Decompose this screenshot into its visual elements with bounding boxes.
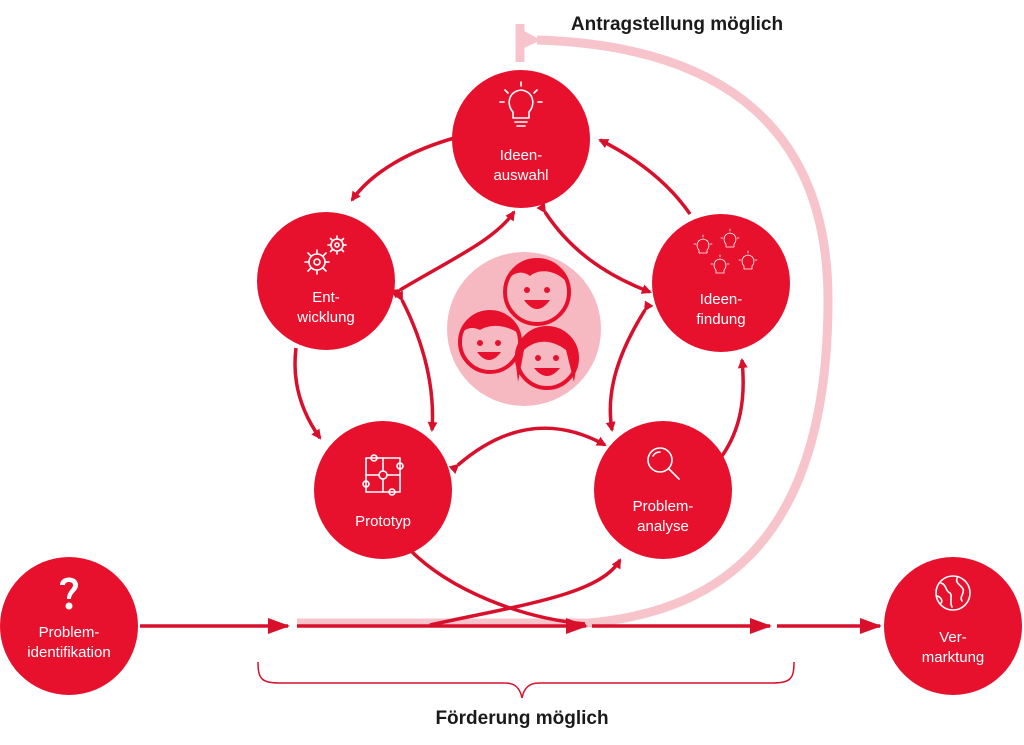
node-problemanalyse: Problem- analyse [594, 421, 732, 559]
question-mark-icon [60, 577, 78, 610]
foerderung-brace [257, 661, 795, 699]
node-problemanalyse-line1: Problem- [633, 498, 694, 515]
node-vermarktung-line1: Ver- [939, 629, 967, 646]
node-entwicklung-line2: wicklung [296, 309, 355, 326]
puzzle-icon [362, 454, 404, 496]
node-entwicklung-line1: Ent- [312, 289, 340, 306]
outer-cycle-arrows [293, 135, 748, 475]
node-vermarktung: Ver- marktung [884, 557, 1022, 695]
node-problemidentifikation: Problem- identifikation [0, 557, 138, 695]
node-ideenauswahl: Ideen- auswahl [452, 70, 590, 208]
globe-icon [935, 575, 971, 611]
caption-antragstellung: Antragstellung möglich [571, 14, 783, 35]
caption-foerderung: Förderung möglich [435, 708, 608, 729]
node-problemanalyse-line2: analyse [637, 518, 689, 535]
cycle-entry-exit-curves [408, 548, 622, 627]
node-vermarktung-line2: marktung [922, 649, 985, 666]
team-center [447, 252, 601, 406]
node-problemidentifikation-line1: Problem- [39, 624, 100, 641]
team-faces-icon [458, 258, 579, 390]
node-entwicklung: Ent- wicklung [257, 212, 395, 350]
inner-cycle-arrows [390, 202, 654, 432]
node-ideenauswahl-line1: Ideen- [500, 147, 543, 164]
node-ideenauswahl-line2: auswahl [493, 167, 548, 184]
node-problemidentifikation-line2: identifikation [27, 644, 110, 661]
node-ideenfindung: Ideen- findung [652, 214, 790, 352]
lightbulb-icon [499, 81, 543, 127]
node-ideenfindung-line2: findung [696, 311, 745, 328]
node-prototyp: Prototyp [314, 421, 452, 559]
node-ideenfindung-line1: Ideen- [700, 291, 743, 308]
node-prototyp-line1: Prototyp [355, 513, 411, 530]
antragstellung-arc [297, 24, 833, 628]
gears-icon [304, 235, 347, 275]
magnifier-icon [647, 447, 680, 480]
lightbulbs-icon [693, 228, 758, 274]
